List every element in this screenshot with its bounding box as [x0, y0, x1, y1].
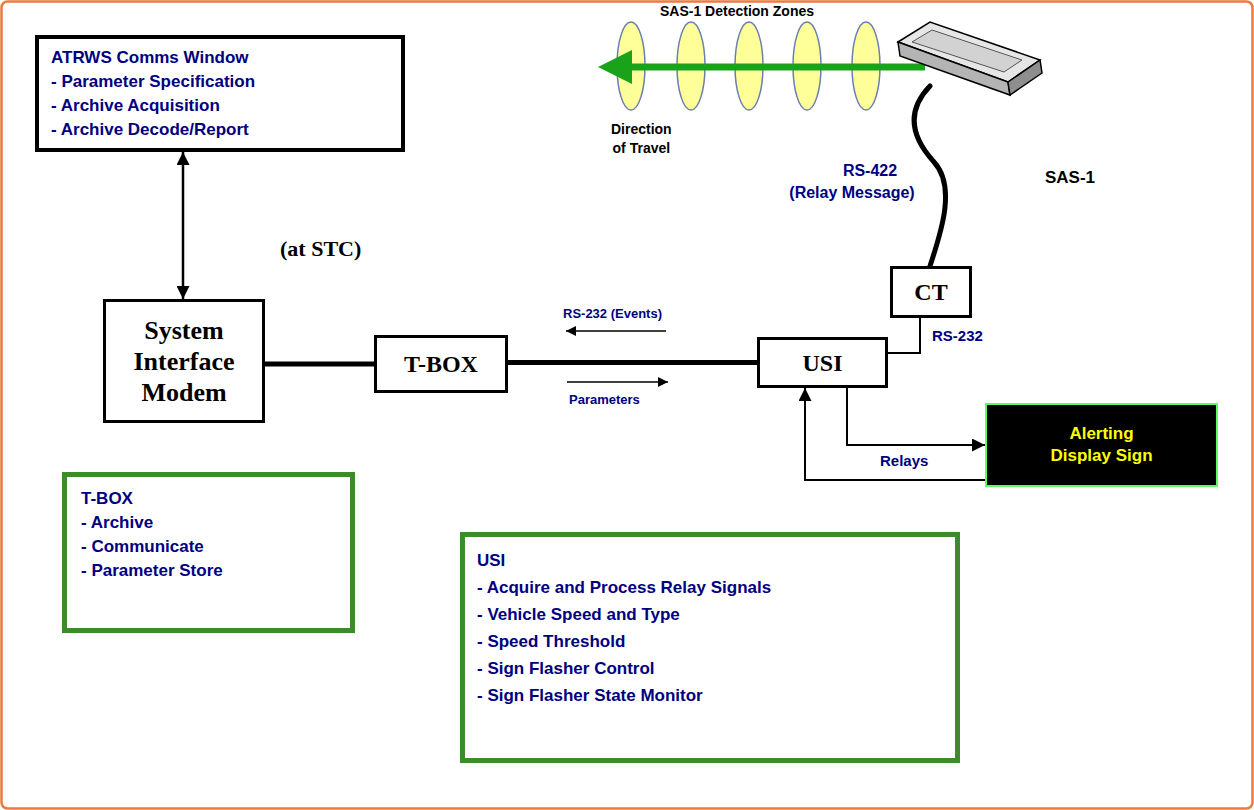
location-note: (at STC) — [280, 236, 361, 262]
window-box: ATRWS Comms Window- Parameter Specificat… — [35, 35, 405, 152]
parameters-arrow — [567, 381, 668, 383]
zone-caption: SAS-1 Detection Zones — [660, 3, 814, 20]
sign-text: Alerting Display Sign — [1046, 423, 1158, 467]
link-arrow — [182, 152, 185, 299]
function-text: USI — [477, 547, 505, 574]
tbox-box: T-BOX — [374, 335, 508, 393]
function-text: - Acquire and Process Relay Signals — [477, 574, 771, 601]
signal-label: RS-422 (Relay Message) — [785, 160, 919, 204]
window-text: - Archive Acquisition — [51, 94, 220, 118]
direction-caption: Direction of Travel — [611, 120, 672, 158]
function-text: - Archive — [81, 511, 153, 535]
events-arrow — [566, 330, 666, 332]
usi-box: USI — [757, 337, 888, 388]
relay-line — [805, 388, 985, 480]
window-text: - Archive Decode/Report — [51, 118, 249, 142]
relay-line — [847, 388, 985, 445]
connectors — [183, 152, 985, 480]
signal-label: Parameters — [569, 392, 640, 408]
travel-arrow-head — [598, 50, 632, 84]
window-text: - Parameter Specification — [51, 70, 255, 94]
function-text: - Sign Flasher State Monitor — [477, 682, 703, 709]
function-text: - Speed Threshold — [477, 628, 625, 655]
window-text: ATRWS Comms Window — [51, 46, 249, 70]
box-title: USI — [802, 349, 842, 377]
travel-arrow-shaft — [626, 64, 925, 71]
modem-box: System Interface Modem — [103, 299, 265, 423]
travel-arrow — [598, 50, 925, 84]
function-box: T-BOX- Archive- Communicate- Parameter S… — [62, 472, 355, 633]
function-text: - Vehicle Speed and Type — [477, 601, 680, 628]
function-text: - Parameter Store — [81, 559, 223, 583]
serial-line — [888, 318, 920, 353]
sign-box: Alerting Display Sign — [985, 403, 1218, 487]
signal-label: RS-232 (Events) — [563, 306, 662, 322]
link-line — [508, 360, 757, 365]
connector-label: RS-232 — [930, 327, 985, 345]
signal-label: Relays — [880, 452, 928, 470]
sensor-device — [898, 22, 1042, 95]
device-front — [898, 42, 1010, 95]
function-text: - Sign Flasher Control — [477, 655, 655, 682]
box-title: CT — [914, 278, 947, 306]
link-line — [265, 362, 374, 367]
function-text: T-BOX — [81, 487, 133, 511]
sensor-cable — [914, 86, 945, 266]
ct-box: CT — [890, 266, 972, 318]
device-side — [1008, 60, 1042, 95]
box-title: System Interface Modem — [116, 315, 252, 408]
function-box: USI- Acquire and Process Relay Signals- … — [460, 532, 960, 763]
function-text: - Communicate — [81, 535, 204, 559]
box-title: T-BOX — [404, 350, 478, 378]
device-label: SAS-1 — [1045, 168, 1095, 188]
